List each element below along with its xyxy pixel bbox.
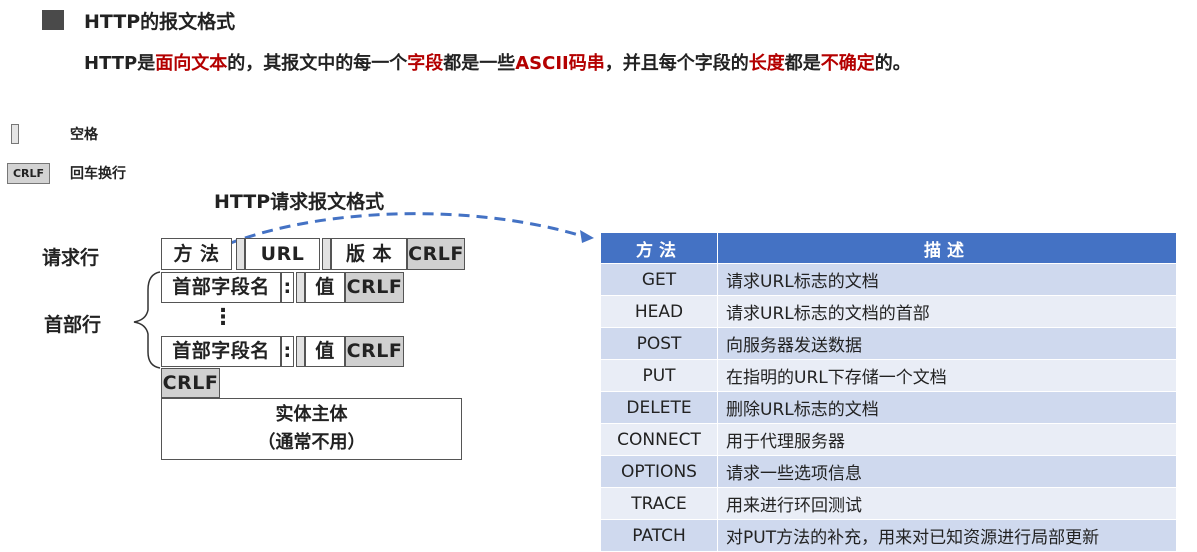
method-name: GET [600, 263, 718, 296]
page-subtitle: HTTP是面向文本的，其报文中的每一个字段都是一些ASCII码串，并且每个字段的… [84, 49, 911, 75]
header-field-name: 首部字段名 [161, 272, 281, 303]
method-name: TRACE [600, 487, 718, 520]
header-field-name: 首部字段名 [161, 336, 281, 367]
section-bullet-icon [42, 10, 64, 30]
subtitle-highlight: 字段 [407, 53, 444, 74]
subtitle-text: 都是 [784, 53, 821, 74]
subtitle-highlight: 长度 [748, 53, 785, 74]
method-description: 向服务器发送数据 [717, 327, 1177, 360]
method-description: 请求URL标志的文档的首部 [717, 295, 1177, 328]
request-line-label: 请求行 [42, 247, 100, 269]
method-description: 请求一些选项信息 [717, 455, 1177, 488]
space-box [296, 336, 305, 367]
method-description: 用来进行环回测试 [717, 487, 1177, 520]
method-name: CONNECT [600, 423, 718, 456]
diagram-title: HTTP请求报文格式 [214, 191, 385, 213]
url-field: URL [245, 238, 320, 270]
method-field: 方 法 [161, 238, 232, 270]
method-description: 用于代理服务器 [717, 423, 1177, 456]
method-description: 对PUT方法的补充，用来对已知资源进行局部更新 [717, 519, 1177, 552]
description-column-header: 描述 [717, 232, 1177, 264]
colon-box: : [281, 272, 294, 303]
method-name: DELETE [600, 391, 718, 424]
header-brace [133, 271, 161, 369]
space-legend-icon [11, 124, 19, 144]
method-name: PATCH [600, 519, 718, 552]
blank-line-crlf-box: CRLF [161, 368, 220, 398]
method-name: OPTIONS [600, 455, 718, 488]
header-value: 值 [305, 272, 345, 303]
space-legend-label: 空格 [70, 127, 98, 143]
crlf-box: CRLF [345, 272, 404, 303]
subtitle-text: 的。 [874, 53, 911, 74]
page-title: HTTP的报文格式 [84, 11, 236, 33]
subtitle-text: 都是一些 [443, 53, 516, 74]
method-name: HEAD [600, 295, 718, 328]
crlf-legend-label: 回车换行 [70, 166, 126, 182]
header-lines-label: 首部行 [44, 314, 102, 336]
method-name: PUT [600, 359, 718, 392]
crlf-box: CRLF [345, 336, 404, 367]
crlf-legend-icon: CRLF [7, 163, 50, 184]
version-field: 版 本 [331, 238, 407, 270]
entity-body-box: 实体主体 （通常不用） [161, 398, 462, 460]
subtitle-highlight: 不确定 [820, 53, 875, 74]
method-description: 删除URL标志的文档 [717, 391, 1177, 424]
entity-body-note: （通常不用） [257, 432, 366, 453]
crlf-box: CRLF [407, 238, 465, 270]
method-column-header: 方法 [600, 232, 718, 264]
subtitle-text: 的，其报文中的每一个 [227, 53, 408, 74]
method-description: 请求URL标志的文档 [717, 263, 1177, 296]
subtitle-text: ，并且每个字段的 [604, 53, 749, 74]
arrow-head [580, 230, 594, 243]
table-header-row: 方法 描述 [600, 232, 1177, 264]
subtitle-text: HTTP是 [84, 53, 156, 74]
method-description: 在指明的URL下存储一个文档 [717, 359, 1177, 392]
header-value: 值 [305, 336, 345, 367]
subtitle-highlight: ASCII码串 [515, 53, 605, 74]
space-box [236, 238, 245, 270]
space-box [296, 272, 305, 303]
entity-body-title: 实体主体 [275, 404, 348, 425]
colon-box: : [281, 336, 294, 367]
ellipsis: ⋮ [212, 305, 234, 330]
method-name: POST [600, 327, 718, 360]
arrow-to-table [227, 212, 583, 246]
subtitle-highlight: 面向文本 [155, 53, 228, 74]
space-box [322, 238, 331, 270]
